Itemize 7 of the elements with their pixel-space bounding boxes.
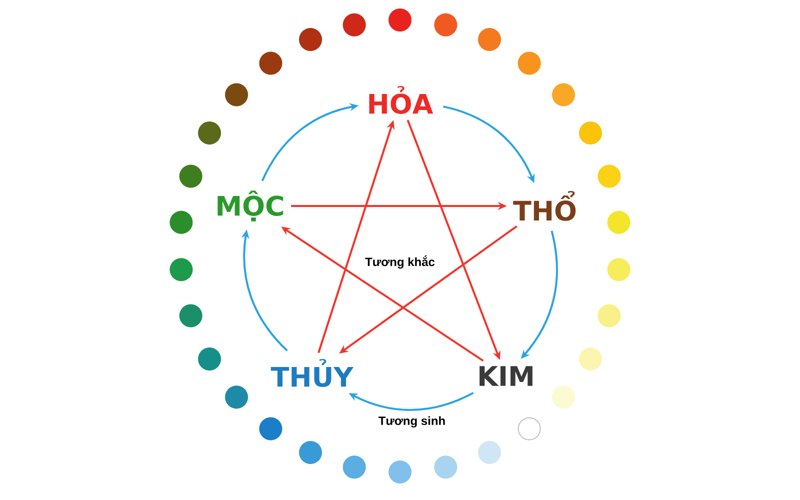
element-label: KIM bbox=[480, 366, 532, 386]
element-label: THỔ bbox=[513, 191, 576, 221]
element-label: HỎA bbox=[369, 86, 434, 114]
element-label: MỘC bbox=[218, 190, 284, 222]
center-label: Tương khắc bbox=[364, 254, 436, 270]
element-label: THỦY bbox=[270, 358, 354, 388]
edge-label: Tương sinh bbox=[377, 415, 447, 428]
